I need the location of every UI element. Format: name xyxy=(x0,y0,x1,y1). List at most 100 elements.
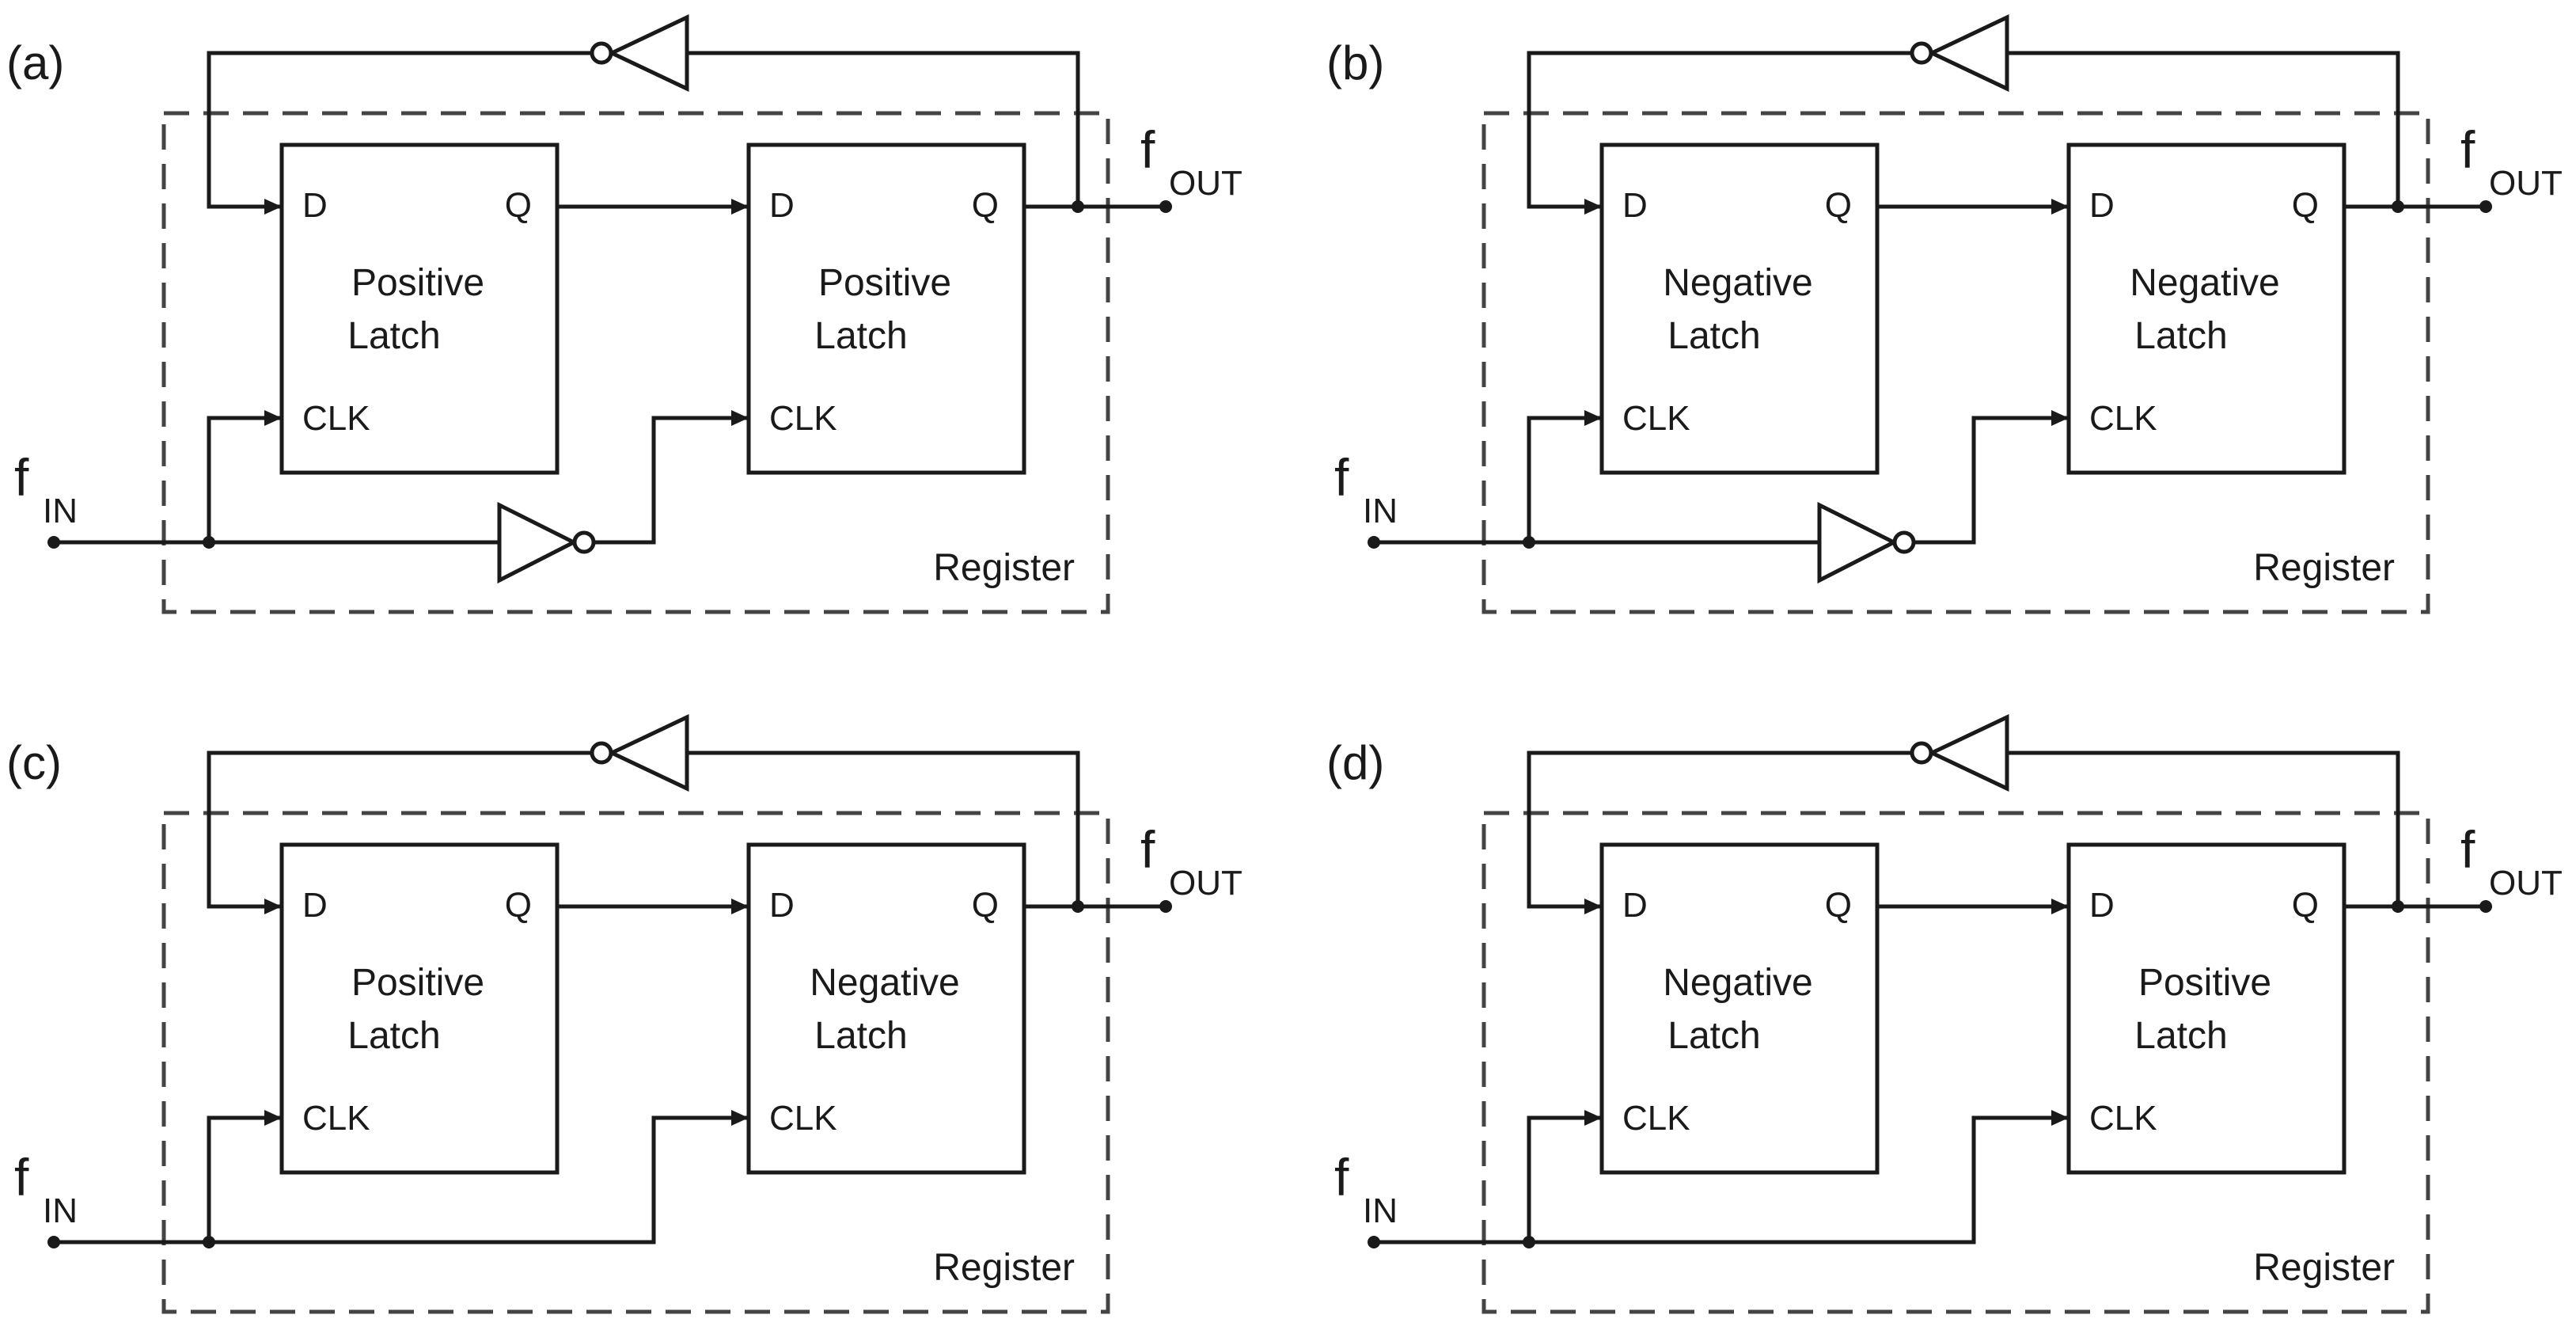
arrow-d2 xyxy=(731,899,749,914)
pin-clk-label: CLK xyxy=(1622,399,1690,438)
input-signal-f: f xyxy=(1334,448,1349,507)
latch-type-label: Negative xyxy=(810,962,959,1004)
wire-feedback-down xyxy=(207,51,592,209)
pin-d-label: D xyxy=(2089,186,2115,225)
arrow-clk2 xyxy=(731,410,749,426)
output-signal-f: f xyxy=(2460,820,2475,879)
clock-inverter xyxy=(1817,501,1899,584)
wire-feedback-up xyxy=(687,750,1080,906)
latch-box xyxy=(279,842,560,1175)
output-terminal-dot xyxy=(1159,900,1172,913)
panel-label: (a) xyxy=(6,36,64,89)
arrow-clk1 xyxy=(1584,1110,1602,1126)
pin-d-label: D xyxy=(302,186,328,225)
wire-inverter-to-latch2 xyxy=(594,416,749,545)
wire-clock-to-latch2 xyxy=(209,1115,749,1244)
feedback-inverter xyxy=(607,14,689,92)
output-signal-sub: OUT xyxy=(1169,164,1242,203)
pin-q-label: Q xyxy=(972,186,999,225)
latch-box xyxy=(1599,842,1880,1175)
panel-label: (b) xyxy=(1326,36,1384,89)
feedback-inverter xyxy=(607,714,689,792)
latch-word-label: Latch xyxy=(814,1015,907,1057)
pin-d-label: D xyxy=(302,886,328,925)
input-signal-f: f xyxy=(14,448,29,507)
pin-q-label: Q xyxy=(505,186,532,225)
arrow-d2 xyxy=(2051,899,2069,914)
panel-label: (c) xyxy=(6,736,62,789)
latch-box xyxy=(2066,142,2346,475)
pin-q-label: Q xyxy=(2292,186,2319,225)
arrow-clk1 xyxy=(1584,410,1602,426)
input-signal-f: f xyxy=(1334,1148,1349,1206)
wire-clock-to-latch2 xyxy=(1529,1115,2069,1244)
output-terminal-dot xyxy=(2479,900,2492,913)
latch-type-label: Positive xyxy=(818,262,951,304)
register-border xyxy=(1481,111,2430,614)
feedback-inverter-bubble xyxy=(590,41,613,65)
arrow-clk1 xyxy=(264,1110,282,1126)
arrow-d2 xyxy=(2051,199,2069,215)
arrow-clk2 xyxy=(731,1110,749,1126)
wire-clock-to-latch1 xyxy=(54,416,282,545)
output-terminal-dot xyxy=(1159,200,1172,213)
latch-box xyxy=(746,842,1026,1175)
wire-feedback-down xyxy=(207,750,592,909)
pin-d-label: D xyxy=(1622,886,1648,925)
feedback-inverter-bubble xyxy=(1910,41,1933,65)
input-signal-f: f xyxy=(14,1148,29,1206)
feedback-inverter xyxy=(1927,714,2009,792)
input-signal-sub: IN xyxy=(43,1191,78,1230)
pin-clk-label: CLK xyxy=(1622,1099,1690,1138)
pin-q-label: Q xyxy=(505,886,532,925)
output-signal-f: f xyxy=(1140,120,1155,179)
arrow-d1 xyxy=(1584,899,1602,914)
pin-d-label: D xyxy=(769,886,795,925)
latch-type-label: Positive xyxy=(2138,962,2271,1004)
latch-box xyxy=(2066,842,2346,1175)
pin-q-label: Q xyxy=(1825,186,1852,225)
output-signal-f: f xyxy=(1140,820,1155,879)
register-label: Register xyxy=(933,547,1075,589)
wire-clock-to-latch1 xyxy=(1374,1115,1602,1244)
pin-clk-label: CLK xyxy=(769,1099,837,1138)
wire-feedback-up xyxy=(687,51,1080,207)
latch-word-label: Latch xyxy=(1667,1015,1760,1057)
pin-clk-label: CLK xyxy=(302,1099,370,1138)
wire-feedback-down xyxy=(1527,750,1912,909)
pin-q-label: Q xyxy=(972,886,999,925)
wire-feedback-down xyxy=(1527,51,1912,209)
latch-type-label: Positive xyxy=(351,962,484,1004)
arrow-clk1 xyxy=(264,410,282,426)
clock-inverter-bubble xyxy=(572,530,596,554)
output-signal-sub: OUT xyxy=(1169,864,1242,902)
feedback-inverter-bubble xyxy=(590,741,613,765)
pin-d-label: D xyxy=(2089,886,2115,925)
input-signal-sub: IN xyxy=(43,492,78,530)
latch-word-label: Latch xyxy=(347,1015,440,1057)
latch-word-label: Latch xyxy=(2134,1015,2227,1057)
wire-clock-to-latch1 xyxy=(1374,416,1602,545)
latch-box xyxy=(1599,142,1880,475)
wire-clock-to-latch1 xyxy=(54,1115,282,1244)
latch-type-label: Positive xyxy=(351,262,484,304)
latch-word-label: Latch xyxy=(1667,315,1760,357)
pin-clk-label: CLK xyxy=(2089,399,2157,438)
pin-q-label: Q xyxy=(1825,886,1852,925)
pin-clk-label: CLK xyxy=(2089,1099,2157,1138)
latch-word-label: Latch xyxy=(2134,315,2227,357)
pin-q-label: Q xyxy=(2292,886,2319,925)
latch-word-label: Latch xyxy=(347,315,440,357)
clock-inverter xyxy=(497,501,579,584)
pin-d-label: D xyxy=(1622,186,1648,225)
